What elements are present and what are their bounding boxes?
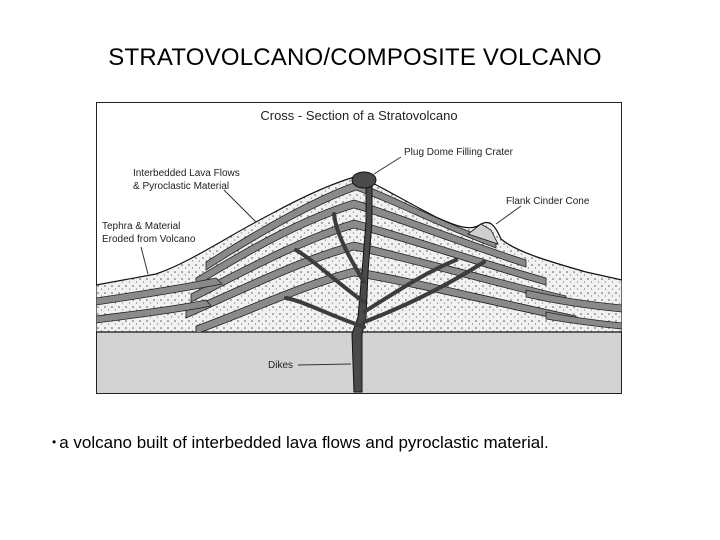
lava-layer — [525, 289, 622, 313]
lava-layer — [545, 311, 622, 330]
dikes — [284, 212, 486, 329]
label-tephra-line1: Tephra & Material — [102, 221, 180, 232]
lava-layer — [205, 181, 497, 271]
lava-layers — [96, 181, 622, 332]
dike — [332, 212, 366, 284]
label-plug-dome: Plug Dome Filling Crater — [404, 147, 514, 158]
lava-layer — [96, 299, 212, 324]
stratovolcano-figure: Cross - Section of a Stratovolcano Plug … — [96, 102, 622, 394]
lava-layer — [96, 277, 223, 306]
label-flank-cone: Flank Cinder Cone — [506, 196, 590, 207]
leader-plug-dome — [373, 156, 402, 175]
leader-interbedded — [223, 189, 257, 223]
stratovolcano-diagram: Cross - Section of a Stratovolcano Plug … — [96, 102, 622, 394]
magma-conduit — [351, 171, 377, 393]
dike — [284, 296, 366, 329]
label-tephra-line2: Eroded from Volcano — [102, 234, 196, 245]
dike — [362, 260, 486, 324]
lava-layer — [190, 219, 547, 303]
label-dikes: Dikes — [268, 360, 293, 371]
label-interbedded-line2: & Pyroclastic Material — [133, 181, 229, 192]
dike — [362, 258, 458, 314]
diagram-title: Cross - Section of a Stratovolcano — [260, 108, 457, 123]
lava-layer — [195, 199, 527, 287]
leader-flank-cone — [495, 205, 522, 225]
flank-cinder-cone — [467, 223, 499, 245]
bullet-dot-icon: • — [52, 435, 57, 449]
bullet-point: •a volcano built of interbedded lava flo… — [52, 433, 712, 453]
label-interbedded-line1: Interbedded Lava Flows — [133, 168, 240, 179]
leader-lines — [140, 156, 522, 366]
dike — [294, 248, 366, 304]
leader-tephra — [140, 246, 149, 275]
bullet-text: a volcano built of interbedded lava flow… — [59, 433, 549, 452]
leader-dikes — [297, 363, 352, 366]
slide-title: STRATOVOLCANO/COMPOSITE VOLCANO — [108, 44, 602, 71]
plug-dome — [351, 171, 377, 189]
